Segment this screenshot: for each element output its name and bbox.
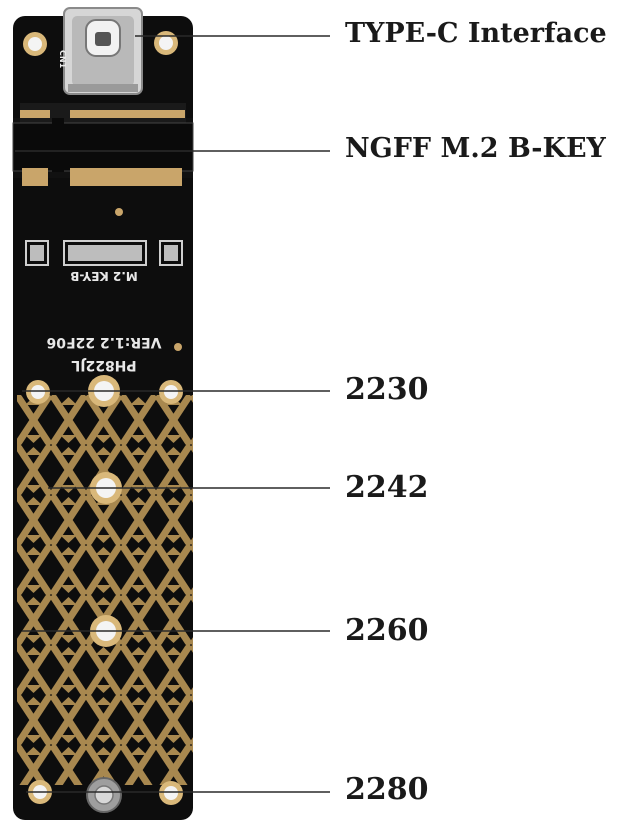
standoff-screw-2280	[86, 777, 122, 813]
mount-hole-2230-right	[159, 380, 183, 404]
callout-size-2230: 2230	[345, 372, 429, 407]
mount-hole-top-left	[23, 32, 47, 56]
m2-slot-connector	[12, 103, 194, 186]
usb-c-connector	[63, 7, 143, 95]
m2-edge-pads	[25, 240, 183, 266]
silk-version: VER:1.2 22F06	[47, 334, 162, 350]
callout-type-c-interface: TYPE-C Interface	[345, 18, 607, 49]
silk-key-label: M.2 KEY-B	[70, 269, 138, 283]
silk-cn1: CN1	[58, 50, 67, 69]
callout-size-2280: 2280	[345, 772, 429, 807]
callout-size-2260: 2260	[345, 613, 429, 648]
silk-model: PH822JL	[71, 357, 136, 373]
callout-size-2242: 2242	[345, 470, 429, 505]
via	[174, 343, 182, 351]
copper-pattern-area	[17, 395, 193, 785]
callout-lines	[15, 35, 330, 793]
mount-hole-2230-left	[26, 380, 50, 404]
mount-hole-2280-right	[159, 781, 183, 805]
callout-ngff-m2-b-key: NGFF M.2 B-KEY	[345, 133, 606, 164]
mount-hole-top-right	[154, 31, 178, 55]
via	[115, 208, 123, 216]
